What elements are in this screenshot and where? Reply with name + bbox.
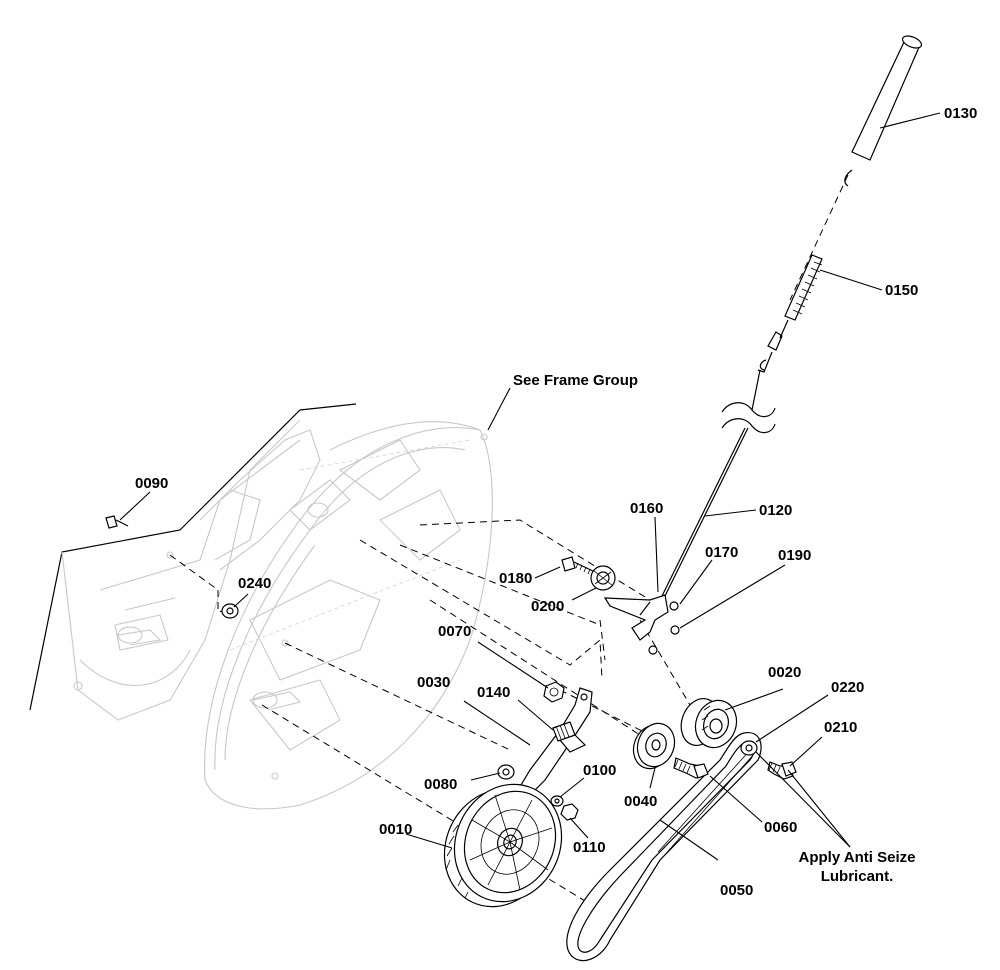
label-0090: 0090 bbox=[135, 475, 168, 492]
label-0220: 0220 bbox=[831, 679, 864, 696]
bolt-0090 bbox=[105, 515, 129, 529]
washer-0080 bbox=[497, 764, 515, 780]
label-0160: 0160 bbox=[630, 500, 663, 517]
pulley-0020 bbox=[680, 698, 738, 749]
label-0080: 0080 bbox=[424, 776, 457, 793]
notes: See Frame Group Apply Anti Seize Lubrica… bbox=[513, 372, 915, 885]
label-0070: 0070 bbox=[438, 623, 471, 640]
washer-0220 bbox=[740, 740, 758, 756]
control-cable-assembly bbox=[659, 35, 923, 601]
extension-spring bbox=[784, 254, 823, 321]
idler-arm bbox=[517, 687, 593, 796]
label-0020: 0020 bbox=[768, 664, 801, 681]
label-0130: 0130 bbox=[944, 105, 977, 122]
main-pulley-0010 bbox=[443, 783, 563, 908]
frame-housing bbox=[29, 403, 493, 810]
label-0100: 0100 bbox=[583, 762, 616, 779]
nut-0070 bbox=[543, 681, 565, 703]
bolt-0180 bbox=[561, 556, 596, 575]
label-0240: 0240 bbox=[238, 575, 271, 592]
note-anti-seize-line1: Apply Anti Seize bbox=[799, 849, 916, 866]
drive-belt-0050 bbox=[566, 732, 762, 962]
label-0060: 0060 bbox=[764, 819, 797, 836]
nut-0110 bbox=[560, 803, 579, 821]
label-0010: 0010 bbox=[379, 821, 412, 838]
leader-lines bbox=[119, 112, 941, 861]
alignment-lines bbox=[169, 519, 691, 911]
label-0190: 0190 bbox=[778, 547, 811, 564]
bolt-0210 bbox=[767, 761, 797, 780]
label-0120: 0120 bbox=[759, 502, 792, 519]
label-0140: 0140 bbox=[477, 684, 510, 701]
label-0200: 0200 bbox=[531, 598, 564, 615]
idler-pulley-0040 bbox=[632, 722, 676, 770]
label-0050: 0050 bbox=[720, 882, 753, 899]
label-0150: 0150 bbox=[885, 282, 918, 299]
handle-grip bbox=[851, 35, 923, 161]
label-0170: 0170 bbox=[705, 544, 738, 561]
label-0040: 0040 bbox=[624, 793, 657, 810]
idler-bracket bbox=[603, 594, 680, 655]
note-see-frame-group: See Frame Group bbox=[513, 372, 638, 389]
washer-0100 bbox=[550, 795, 564, 807]
label-0210: 0210 bbox=[824, 719, 857, 736]
washer-0240 bbox=[221, 603, 239, 619]
note-anti-seize-line2: Lubricant. bbox=[821, 868, 894, 885]
label-0110: 0110 bbox=[573, 839, 606, 856]
label-0030: 0030 bbox=[417, 674, 450, 691]
label-0180: 0180 bbox=[499, 570, 532, 587]
part-labels: 0130 0150 0120 0160 0170 0190 0180 0200 … bbox=[135, 105, 977, 899]
bolt-0060 bbox=[673, 757, 709, 779]
pulley-0200 bbox=[590, 565, 616, 591]
